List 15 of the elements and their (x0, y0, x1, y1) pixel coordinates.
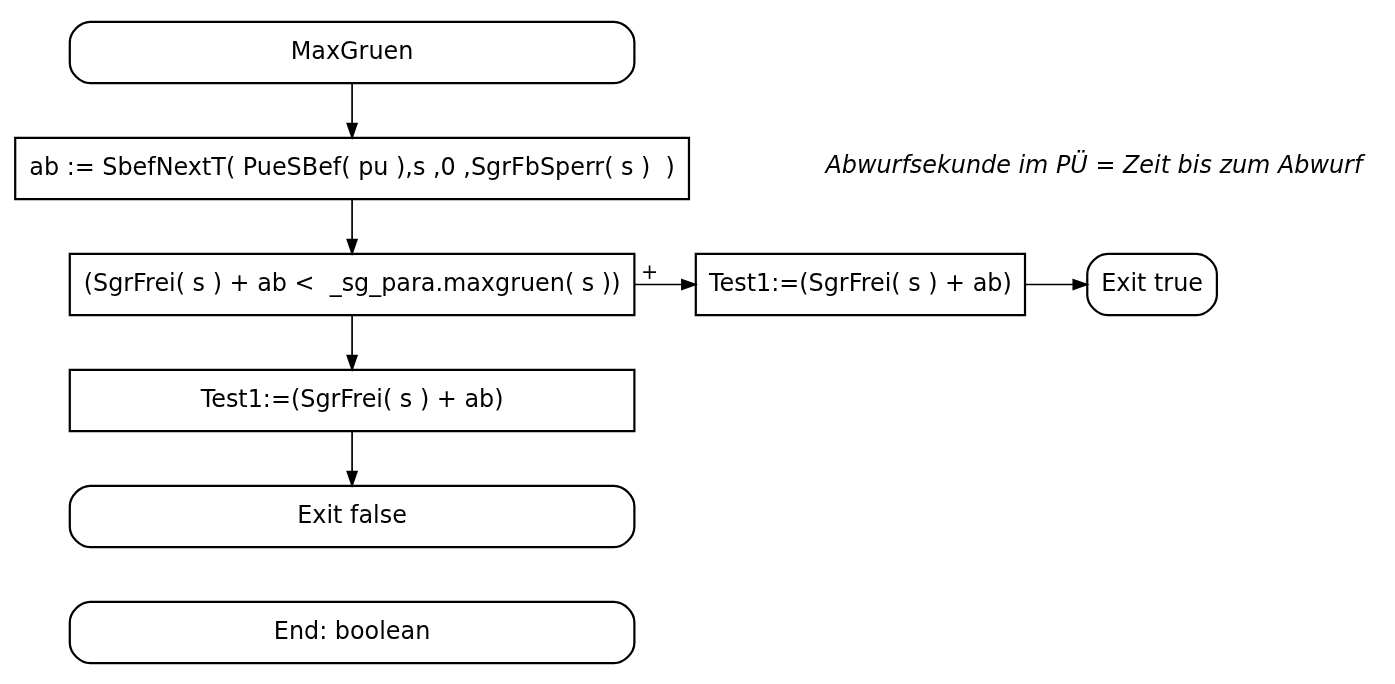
arrow (1025, 278, 1090, 290)
node-box: Test1:=(SgrFrei( s ) + ab) (694, 252, 1027, 316)
arrow (633, 278, 699, 290)
node-box: (SgrFrei( s ) + ab < _sg_para.maxgruen( s )) (68, 252, 636, 316)
edge-label: + (641, 259, 659, 284)
arrow (346, 314, 359, 372)
node-box: Test1:=(SgrFrei( s ) + ab) (68, 368, 636, 432)
node-box: ab := SbefNextT( PueSBef( pu ),s ,0 ,SgrFbSperr( s ) ) (14, 136, 691, 200)
arrow (346, 82, 359, 140)
arrow (346, 198, 359, 256)
node-box: End: boolean (68, 600, 636, 664)
node-box: MaxGruen (68, 20, 636, 84)
arrow (346, 430, 359, 488)
node-box: Exit true (1086, 252, 1218, 316)
node-box: Exit false (68, 484, 636, 548)
